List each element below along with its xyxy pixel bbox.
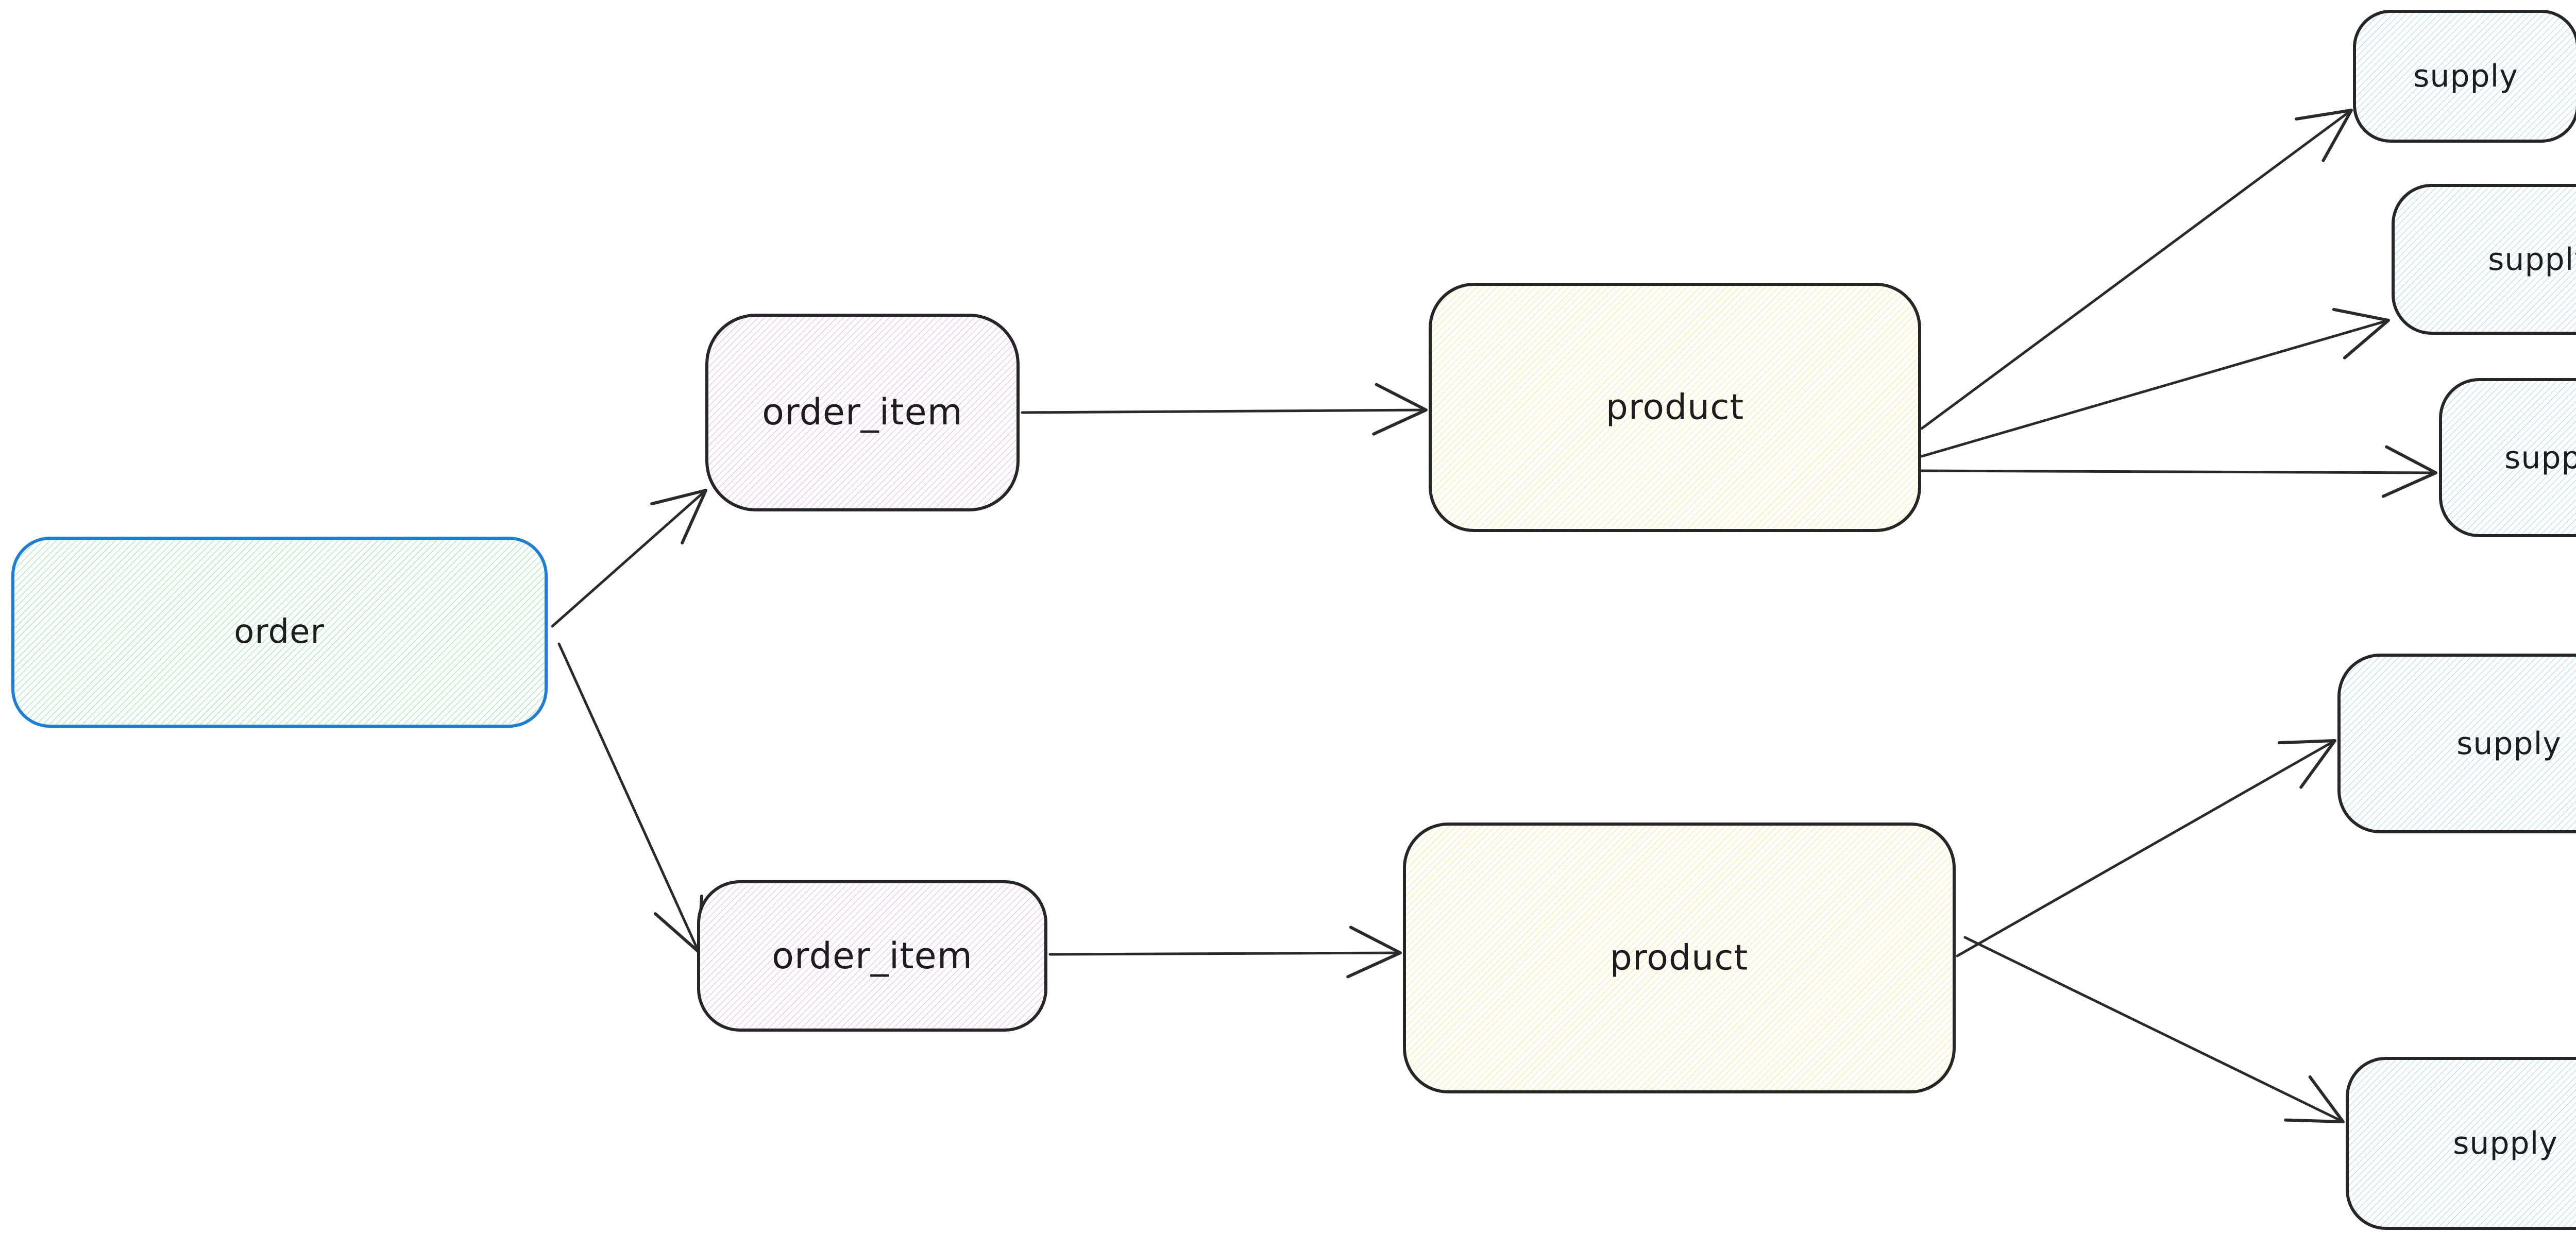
arrow-product-bottom-to-supply-4[interactable] xyxy=(1956,739,2336,957)
arrow-order-item-bottom-to-product-bottom[interactable] xyxy=(1048,926,1402,979)
node-order[interactable]: order xyxy=(11,537,548,728)
order-box-shape[interactable] xyxy=(11,537,548,728)
node-supply-4[interactable]: supply xyxy=(2337,654,2576,833)
arrow-order-to-order-item-top[interactable] xyxy=(551,489,707,628)
order-item-bottom-label: order_item xyxy=(772,935,973,977)
arrow-order-to-order-item-bottom[interactable] xyxy=(557,642,703,953)
node-order-item-bottom[interactable]: order_item xyxy=(697,880,1047,1032)
node-product-bottom[interactable]: product xyxy=(1403,823,1956,1093)
order-item-top-label: order_item xyxy=(762,391,963,433)
arrow-order-item-top-to-product-top[interactable] xyxy=(1021,383,1428,436)
supply-5-label: supply xyxy=(2453,1125,2558,1161)
supply-3-box-shape[interactable] xyxy=(2439,378,2576,537)
supply-2-box-shape[interactable] xyxy=(2392,184,2576,335)
product-top-box-shape[interactable] xyxy=(1429,283,1921,532)
supply-1-box-shape[interactable] xyxy=(2353,10,2576,143)
arrow-product-top-to-supply-2[interactable] xyxy=(1920,307,2390,458)
arrow-product-bottom-to-supply-5[interactable] xyxy=(1963,936,2345,1123)
arrow-product-top-to-supply-3[interactable] xyxy=(1920,445,2437,498)
node-supply-3[interactable]: supply xyxy=(2439,378,2576,537)
supply-3-label: supply xyxy=(2504,440,2576,476)
supply-4-box-shape[interactable] xyxy=(2337,654,2576,833)
order-item-top-box-shape[interactable] xyxy=(705,314,1020,511)
node-supply-5[interactable]: supply xyxy=(2346,1057,2576,1230)
supply-5-box-shape[interactable] xyxy=(2346,1057,2576,1230)
node-order-item-top[interactable]: order_item xyxy=(705,314,1020,511)
product-bottom-box-shape[interactable] xyxy=(1403,823,1956,1093)
node-supply-2[interactable]: supply xyxy=(2392,184,2576,335)
supply-2-label: supply xyxy=(2488,242,2576,278)
supply-1-label: supply xyxy=(2413,58,2518,94)
order-label: order xyxy=(234,613,325,651)
order-item-bottom-box-shape[interactable] xyxy=(697,880,1047,1032)
arrow-product-top-to-supply-1[interactable] xyxy=(1920,109,2353,430)
node-product-top[interactable]: product xyxy=(1429,283,1921,532)
edges-layer xyxy=(551,109,2437,1123)
node-supply-1[interactable]: supply xyxy=(2353,10,2576,143)
product-top-label: product xyxy=(1606,387,1744,428)
supply-4-label: supply xyxy=(2456,726,2562,762)
product-bottom-label: product xyxy=(1610,938,1749,979)
